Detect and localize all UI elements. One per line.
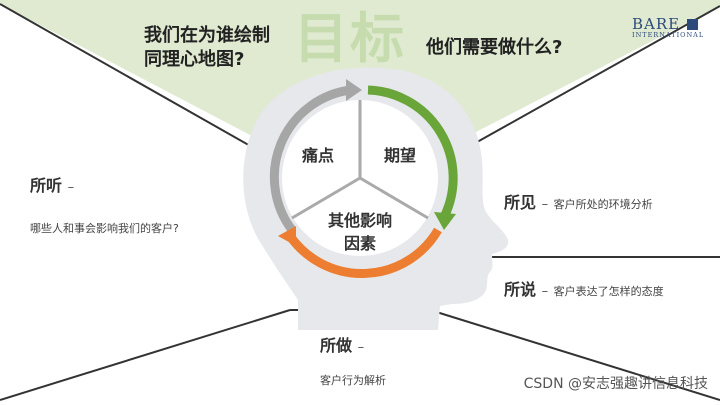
section-see-title: 所见 – 客户所处的环境分析	[504, 189, 653, 213]
other-arc	[286, 227, 442, 279]
logo-name: BARE	[632, 15, 681, 33]
say-title: 所说	[504, 280, 537, 299]
divider-top-right	[444, 5, 720, 161]
wheel-label-pain: 痛点	[301, 146, 334, 165]
do-description: 客户行为解析	[320, 374, 386, 387]
see-dash: –	[541, 197, 549, 212]
say-description: 客户表达了怎样的态度	[553, 285, 664, 298]
section-do-title: 所做 –	[320, 332, 364, 356]
hear-dash: –	[67, 180, 75, 195]
expect-arrowhead	[434, 212, 456, 230]
expect-arc	[367, 85, 458, 217]
wheel-label-expect: 期望	[384, 146, 416, 165]
pain-arrowhead	[346, 79, 362, 101]
goal-watermark: 目标	[294, 7, 406, 70]
divider-bottom-right	[429, 309, 720, 401]
wheel-label-other-line1: 其他影响	[328, 211, 392, 230]
hear-title: 所听	[30, 176, 63, 195]
other-arrowhead	[278, 226, 296, 246]
divider-bottom-left	[0, 309, 291, 401]
section-hear-title: 所听 –	[30, 172, 74, 196]
see-description: 客户所处的环境分析	[553, 198, 653, 211]
wheel-label-other-line2: 因素	[344, 234, 376, 253]
pain-arc	[269, 85, 351, 233]
separator-right	[359, 176, 429, 220]
say-dash: –	[541, 284, 549, 299]
separator-left	[291, 176, 361, 220]
logo-mark-icon	[687, 19, 699, 30]
csdn-watermark: CSDN @安志强趣讲信息科技	[523, 376, 708, 392]
do-dash: –	[357, 340, 365, 355]
question-left-line2: 同理心地图?	[144, 49, 245, 70]
question-left-line1: 我们在为谁绘制	[144, 25, 270, 46]
logo-tagline: INTERNATIONAL	[632, 31, 705, 39]
divider-top-left	[0, 3, 276, 161]
bare-logo: BARE INTERNATIONAL	[632, 14, 704, 39]
hear-description: 哪些人和事会影响我们的客户?	[30, 222, 179, 235]
do-title: 所做	[320, 336, 353, 355]
question-right: 他们需要做什么?	[426, 37, 563, 58]
see-title: 所见	[504, 193, 537, 212]
section-say-title: 所说 – 客户表达了怎样的态度	[504, 276, 664, 300]
